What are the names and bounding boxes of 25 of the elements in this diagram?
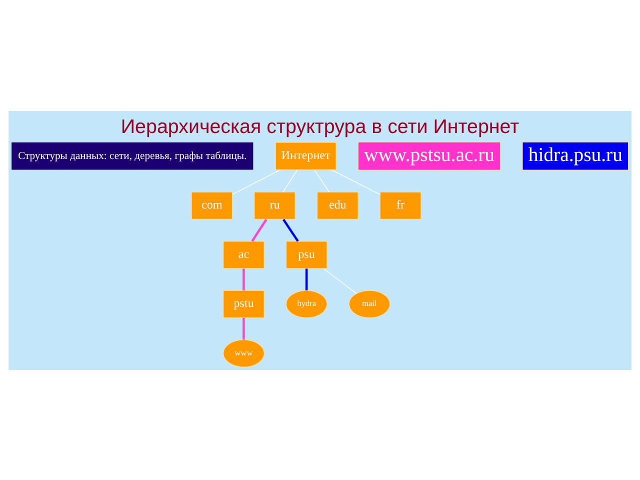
connector <box>251 218 268 242</box>
node-box: pstu <box>222 290 265 318</box>
connector <box>330 168 380 194</box>
label: Структуры данных: сети, деревья, графы таблицы. <box>18 150 247 162</box>
connector <box>282 168 298 192</box>
connector <box>232 168 282 194</box>
node-ellipse: hydra <box>286 290 328 318</box>
node-box: ac <box>222 240 265 268</box>
diagram-title: Иерархическая структрура в сети Интернет <box>120 115 520 138</box>
node-box: www.pstsu.ac.ru <box>358 141 501 170</box>
connector <box>242 268 245 290</box>
connector <box>314 168 330 192</box>
node-box: ru <box>254 191 296 220</box>
node-ellipse: www <box>222 338 265 367</box>
connector <box>242 317 245 340</box>
connector <box>323 268 357 294</box>
connector <box>305 268 308 290</box>
node-box: psu <box>286 240 328 268</box>
connector <box>282 218 299 242</box>
node-box: edu <box>316 191 358 220</box>
node-box: Интернет <box>275 142 336 170</box>
node-ellipse: mail <box>348 290 390 318</box>
node-box: com <box>191 191 233 220</box>
node-box: hidra.psu.ru <box>522 141 629 170</box>
node-box: fr <box>380 191 422 220</box>
